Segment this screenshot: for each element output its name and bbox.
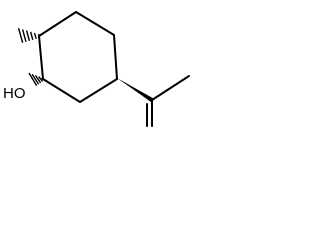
methyl-hashed-wedge — [17, 28, 41, 43]
ring-bond-c5-c6 — [42, 78, 81, 103]
ring-bond-c1-c6 — [38, 35, 44, 80]
hydroxyl-hashed-wedge — [28, 72, 45, 86]
ring-bond-c3-c4 — [113, 34, 118, 80]
ring-bonds — [38, 11, 118, 103]
hydroxyl-label: HO — [3, 85, 26, 102]
isopropenyl-wedge — [117, 78, 154, 102]
molecule-diagram: HO — [3, 11, 190, 127]
ring-bond-c1-c2 — [38, 11, 77, 37]
isopropenyl-methyl-bond — [151, 75, 190, 101]
ring-bond-c2-c3 — [75, 11, 115, 36]
ring-bond-c4-c5 — [79, 78, 118, 103]
